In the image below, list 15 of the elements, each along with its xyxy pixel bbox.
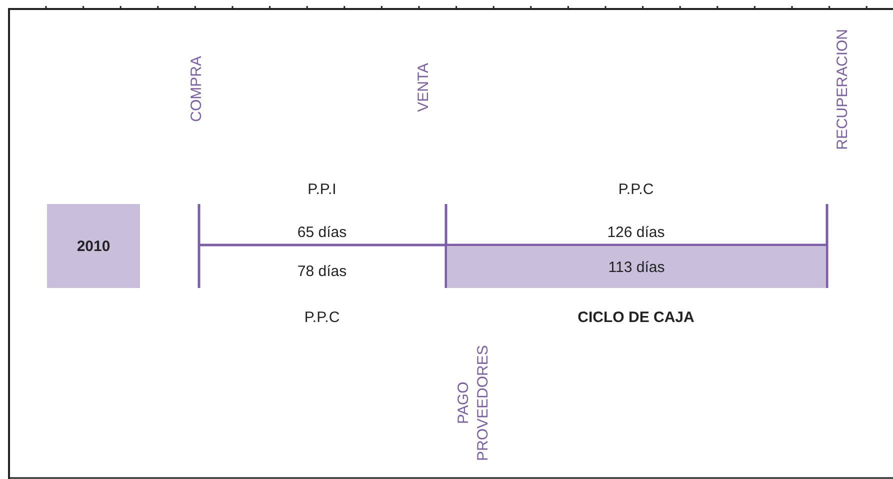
duration-label: 65 días [297, 224, 347, 242]
period-label: P.P.C [304, 309, 340, 327]
node-text: 2010 [76, 238, 110, 254]
node-text: 113 días [608, 258, 665, 276]
year-box [47, 204, 140, 288]
cash-cycle-band [447, 246, 826, 288]
event-label: PAGO PROVEEDORES [454, 344, 492, 463]
period-label: CICLO DE CAJA [578, 309, 694, 327]
duration-label: 126 días [607, 224, 665, 242]
event-label: VENTA [414, 63, 434, 112]
event-label: COMPRA [187, 56, 206, 122]
period-label: P.P.I [308, 181, 336, 199]
duration-label: 78 días [297, 263, 347, 281]
period-label: P.P.C [618, 181, 654, 199]
event-label: RECUPERACION [833, 29, 852, 150]
